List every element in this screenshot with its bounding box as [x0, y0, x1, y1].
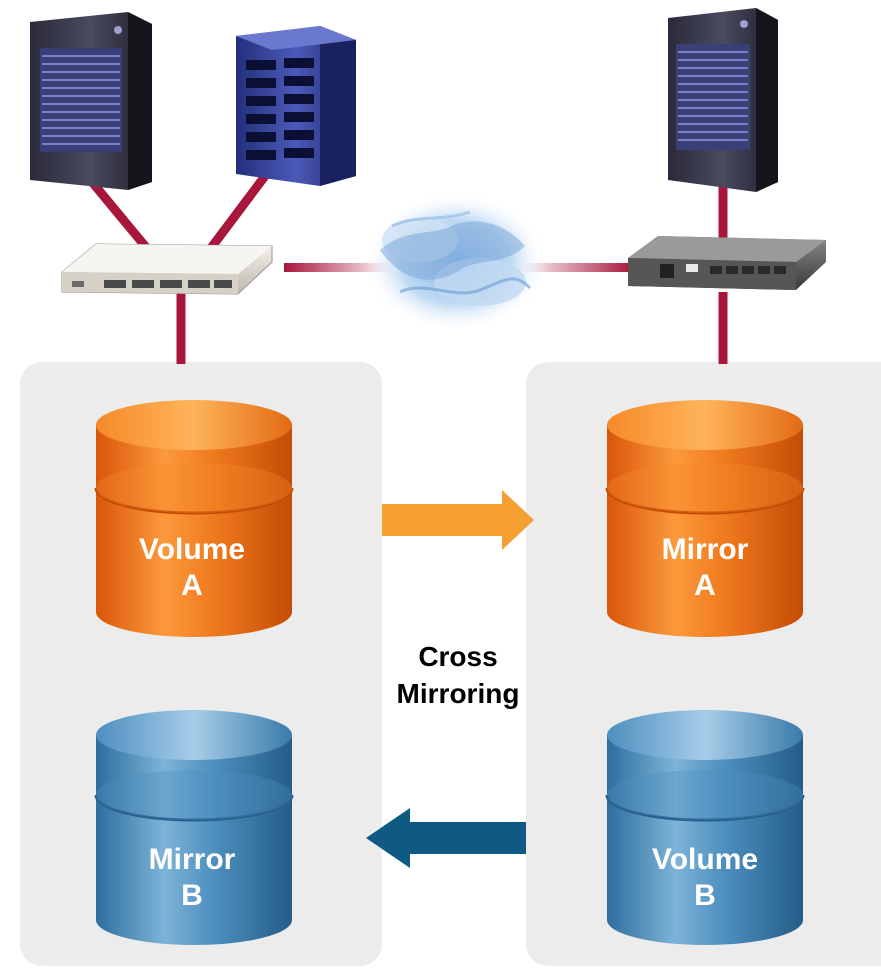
mirror-a-label: Mirror A: [605, 532, 805, 604]
cross-mirroring-label: Cross Mirroring: [348, 638, 568, 712]
mirror-b-disk-icon: [94, 710, 294, 945]
mirror-b-label-line2: B: [181, 879, 203, 912]
link-server2-switch-a: [204, 169, 272, 255]
volume-b-label-line2: B: [694, 879, 716, 912]
volume-b-label-line1: Volume: [651, 843, 759, 876]
volume-b-label: Volume B: [605, 842, 805, 914]
server-icon: [668, 8, 778, 192]
link-cloud-switch-b: [520, 263, 632, 272]
mirror-a-label-line1: Mirror: [661, 533, 749, 566]
link-switch-a-cloud: [284, 263, 394, 272]
switch-icon: [61, 243, 273, 295]
volume-a-label-line2: A: [181, 569, 203, 602]
volume-a-label: Volume A: [92, 532, 292, 604]
arrow-left-icon: [366, 808, 526, 868]
switch-icon: [628, 236, 826, 290]
mirror-b-label-line1: Mirror: [148, 843, 236, 876]
cross-mirroring-label-line2: Mirroring: [396, 678, 520, 709]
mirror-a-label-line2: A: [694, 569, 716, 602]
server-icon: [30, 12, 152, 190]
arrow-right-icon: [382, 490, 534, 550]
mirror-b-label: Mirror B: [92, 842, 292, 914]
mirror-a-disk-icon: [605, 400, 805, 637]
cross-mirroring-label-line1: Cross: [418, 641, 498, 672]
network-links: [88, 169, 728, 364]
volume-a-disk-icon: [94, 400, 294, 637]
server-rack-icon: [236, 26, 356, 186]
link-server1-switch-a: [88, 179, 154, 255]
volume-a-label-line1: Volume: [138, 533, 246, 566]
volume-b-disk-icon: [605, 710, 805, 945]
network-cloud-icon: [364, 192, 548, 332]
